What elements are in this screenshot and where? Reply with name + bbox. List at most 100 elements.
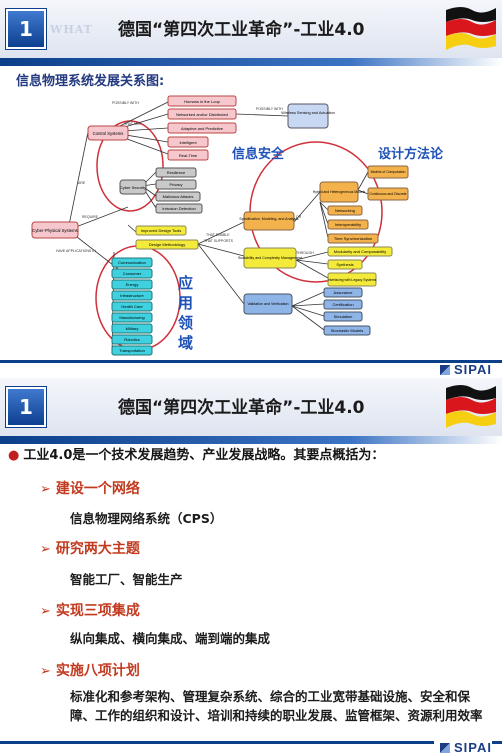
node-cyber-security: Cyber Security	[119, 179, 147, 195]
node-networked: Networked and/or Distributed	[167, 108, 237, 120]
svg-text:Humans in the Loop: Humans in the Loop	[184, 99, 221, 104]
svg-text:Intelligent: Intelligent	[179, 140, 197, 145]
node-app-health-care: Health Care	[111, 301, 153, 312]
svg-text:Malicious Attacks: Malicious Attacks	[163, 194, 194, 199]
svg-text:Military: Military	[126, 326, 139, 331]
arrow-bullet-icon: ➢	[40, 604, 51, 619]
svg-text:Control Systems: Control Systems	[93, 131, 124, 136]
germany-flag-icon	[446, 7, 496, 50]
svg-text:POSSIBLY WITH: POSSIBLY WITH	[112, 101, 139, 105]
arrow-bullet-icon: ➢	[40, 664, 51, 679]
node-hybrid-models: Hybrid and Heterogeneous Models	[313, 181, 366, 203]
label-design-methodology: 设计方法论	[378, 146, 444, 161]
svg-text:Interoperability: Interoperability	[335, 222, 361, 227]
svg-text:领: 领	[177, 314, 193, 332]
node-specification: Specification, Modeling, and Analysis	[239, 211, 299, 231]
svg-text:Certification: Certification	[332, 302, 353, 307]
svg-text:Improved Design Tools: Improved Design Tools	[141, 228, 182, 233]
svg-text:Validation and Verification: Validation and Verification	[247, 302, 288, 306]
svg-text:HAVE APPLICATIONS IN: HAVE APPLICATIONS IN	[56, 249, 96, 253]
cps-concept-map: ARE REQUIRE HAVE APPLICATIONS IN POSSIBL…	[31, 95, 444, 356]
svg-text:Hybrid and Heterogeneous Model: Hybrid and Heterogeneous Models	[313, 190, 366, 194]
arrow-bullet-icon: ➢	[40, 482, 51, 497]
node-design-methodology: Design Methodology	[135, 239, 199, 250]
svg-text:Stochastic Models: Stochastic Models	[331, 328, 363, 333]
svg-text:Scalability and Complexity Man: Scalability and Complexity Management	[238, 256, 302, 260]
node-app-energy: Energy	[111, 279, 153, 290]
node-privacy: Privacy	[155, 179, 197, 190]
svg-text:Synthesis: Synthesis	[336, 262, 353, 267]
svg-text:Consumer: Consumer	[123, 271, 142, 276]
point-detail-2: 智能工厂、智能生产	[70, 572, 183, 587]
point-detail-1: 信息物理网络系统（CPS）	[70, 511, 223, 526]
slide-header	[0, 0, 502, 62]
svg-text:Wireless Sensing and Actuation: Wireless Sensing and Actuation	[281, 111, 334, 115]
svg-text:Continuous and Discrete: Continuous and Discrete	[369, 192, 406, 196]
intro-bullet: ●工业4.0是一个技术发展趋势、产业发展战略。其要点概括为：	[8, 448, 385, 463]
node-real-time: Real-Time	[167, 149, 209, 161]
footer-line	[0, 360, 502, 363]
svg-text:POSSIBLY WITH: POSSIBLY WITH	[256, 107, 283, 111]
node-humans-in-loop: Humans in the Loop	[167, 95, 237, 107]
svg-text:Cyber-Physical Systems: Cyber-Physical Systems	[32, 228, 77, 233]
point-detail-4: 标准化和参考架构、管理复杂系统、综合的工业宽带基础设施、安全和保障、工作的组织和…	[70, 689, 483, 723]
node-scalability: Scalability and Complexity Management	[238, 247, 302, 269]
svg-text:OR: OR	[296, 215, 302, 219]
svg-text:Adaptive and Predictive: Adaptive and Predictive	[181, 126, 224, 131]
point-heading-1: ➢建设一个网络	[40, 481, 140, 497]
sipai-logo-icon	[440, 365, 450, 375]
svg-text:Infrastructure: Infrastructure	[120, 293, 144, 298]
slide-title: 德国“第四次工业革命”-工业4.0	[118, 20, 365, 40]
svg-text:Energy: Energy	[126, 282, 139, 287]
germany-flag-icon	[446, 385, 496, 428]
node-time-sync: Time Synchronization	[327, 233, 379, 244]
label-info-security: 信息安全	[232, 146, 285, 161]
node-interoperability: Interoperability	[327, 219, 369, 230]
point-heading-3: ➢实现三项集成	[40, 603, 140, 619]
node-app-consumer: Consumer	[111, 268, 153, 279]
node-networking: Networking	[327, 205, 363, 216]
svg-text:ARE: ARE	[78, 181, 86, 185]
svg-text:Interfacing with Legacy System: Interfacing with Legacy Systems	[328, 278, 377, 282]
point-heading-2: ➢研究两大主题	[40, 541, 140, 557]
bullet-dot-icon: ●	[8, 448, 20, 463]
node-intelligent: Intelligent	[167, 136, 209, 148]
node-stochastic-models: Stochastic Models	[323, 325, 371, 336]
svg-text:Privacy: Privacy	[169, 182, 182, 187]
node-adaptive: Adaptive and Predictive	[167, 122, 237, 134]
point-heading-4: ➢实施八项计划	[40, 663, 140, 679]
watermark-text: WHAT	[50, 23, 93, 36]
svg-text:Design Methodology: Design Methodology	[149, 242, 185, 247]
node-certification: Certification	[323, 299, 363, 310]
svg-text:Communication: Communication	[118, 260, 146, 265]
slide-cps-diagram: 1 WHAT 德国“第四次工业革命”-工业4.0 信息物理系统发展关系图:	[0, 0, 502, 378]
node-app-manufacturing: Manufacturing	[111, 312, 153, 323]
svg-text:Networked and/or Distributed: Networked and/or Distributed	[176, 112, 228, 117]
slide-title: 德国“第四次工业革命”-工业4.0	[118, 398, 365, 418]
footer-brand: SIPAI	[434, 740, 492, 755]
node-app-communication: Communication	[111, 257, 153, 268]
node-control-systems: Control Systems	[87, 125, 129, 141]
sipai-logo-icon	[440, 743, 450, 753]
svg-text:Modularity and Composability: Modularity and Composability	[334, 249, 386, 254]
node-app-robotics: Robotics	[111, 334, 153, 345]
applications-list: Communication Consumer Energy Infrastruc…	[111, 257, 153, 356]
node-validation: Validation and Verification	[243, 293, 293, 315]
svg-text:Resilience: Resilience	[167, 170, 186, 175]
diagram-caption: 信息物理系统发展关系图:	[16, 74, 165, 89]
point-detail-3: 纵向集成、横向集成、端到端的集成	[70, 631, 271, 646]
node-app-military: Military	[111, 323, 153, 334]
slide-number-badge: 1	[6, 387, 46, 427]
svg-text:Intrusion Detection: Intrusion Detection	[162, 206, 195, 211]
node-cyber-physical-systems: Cyber-Physical Systems	[31, 221, 79, 239]
svg-text:THAT SUPPORTS: THAT SUPPORTS	[204, 239, 234, 243]
svg-text:Cyber Security: Cyber Security	[120, 185, 146, 190]
node-synthesis: Synthesis	[327, 259, 363, 270]
svg-text:Robotics: Robotics	[124, 337, 140, 342]
arrow-bullet-icon: ➢	[40, 542, 51, 557]
svg-text:域: 域	[178, 334, 193, 352]
svg-text:Assurance: Assurance	[334, 290, 354, 295]
header-band	[0, 58, 502, 66]
svg-text:THAT ARE: THAT ARE	[124, 122, 141, 126]
svg-text:应: 应	[178, 274, 193, 292]
